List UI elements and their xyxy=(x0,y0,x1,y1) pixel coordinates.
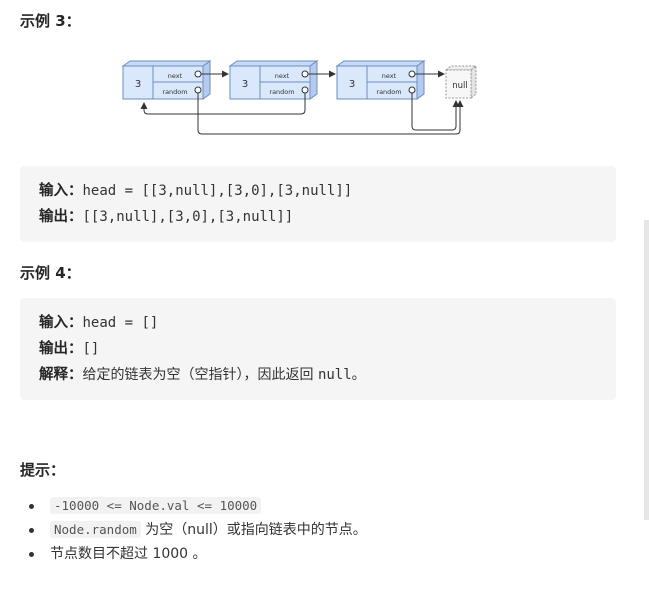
explain-text: 给定的链表为空（空指针），因此返回 xyxy=(82,367,318,383)
list-node-3: 3 next random xyxy=(335,60,426,100)
explain-label: 解释： xyxy=(39,367,83,383)
next-label: next xyxy=(168,72,183,80)
next-label: next xyxy=(275,72,290,80)
node-value: 3 xyxy=(242,79,248,90)
list-node-2: 3 next random xyxy=(228,60,319,100)
random-label: random xyxy=(162,88,187,96)
explain-code: null xyxy=(317,367,352,383)
node-value: 3 xyxy=(349,79,355,90)
null-node: null xyxy=(444,64,478,100)
example-4-code-block: 输入：head = [] 输出：[] 解释：给定的链表为空（空指针），因此返回 … xyxy=(20,298,616,400)
random-label: random xyxy=(269,88,294,96)
inline-code: -10000 <= Node.val <= 10000 xyxy=(50,497,262,514)
tips-list: -10000 <= Node.val <= 10000 Node.random … xyxy=(29,494,367,566)
output-line: 输出：[[3,null],[3,0],[3,null]] xyxy=(39,204,616,230)
node-value: 3 xyxy=(135,79,141,90)
example-3-heading: 示例 3： xyxy=(20,12,81,30)
explain-end: 。 xyxy=(351,367,366,383)
random-arrow xyxy=(197,93,464,135)
input-label: 输入： xyxy=(39,315,83,331)
list-item: Node.random 为空（null）或指向链表中的节点。 xyxy=(29,518,367,542)
output-label: 输出： xyxy=(39,209,83,225)
input-value: head = [] xyxy=(82,315,159,331)
input-line: 输入：head = [] xyxy=(39,310,616,336)
example-3-code-block: 输入：head = [[3,null],[3,0],[3,null]] 输出：[… xyxy=(20,166,616,242)
tips-heading: 提示： xyxy=(20,461,66,479)
input-label: 输入： xyxy=(39,183,83,199)
input-line: 输入：head = [[3,null],[3,0],[3,null]] xyxy=(39,178,616,204)
list-item: 节点数目不超过 1000 。 xyxy=(29,542,367,566)
null-label: null xyxy=(452,81,468,91)
list-item: -10000 <= Node.val <= 10000 xyxy=(29,494,367,518)
tip-text: 节点数目不超过 1000 。 xyxy=(50,546,207,562)
tip-text: 为空（null）或指向链表中的节点。 xyxy=(140,522,367,538)
output-line: 输出：[] xyxy=(39,336,616,362)
scrollbar[interactable] xyxy=(644,220,649,520)
explain-line: 解释：给定的链表为空（空指针），因此返回 null。 xyxy=(39,362,616,388)
random-arrow xyxy=(140,93,306,115)
output-label: 输出： xyxy=(39,341,83,357)
list-node-1: 3 next random xyxy=(121,60,212,100)
random-arrow xyxy=(411,93,460,131)
next-label: next xyxy=(382,72,397,80)
random-label: random xyxy=(376,88,401,96)
example-4-heading: 示例 4： xyxy=(20,264,81,282)
input-value: head = [[3,null],[3,0],[3,null]] xyxy=(82,183,353,199)
output-value: [] xyxy=(82,341,100,357)
inline-code: Node.random xyxy=(50,521,141,538)
output-value: [[3,null],[3,0],[3,null]] xyxy=(82,209,294,225)
linked-list-diagram: 3 next random 3 next random 3 next rando… xyxy=(121,60,478,135)
